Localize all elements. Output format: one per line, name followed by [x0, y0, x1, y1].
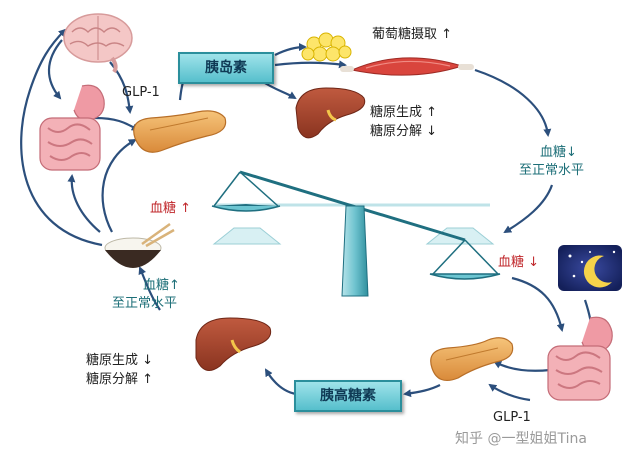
- balance-scale-icon: [211, 170, 501, 297]
- blood-sugar-high-label: 血糖 ↑: [150, 201, 192, 216]
- blood-sugar-down-label: 血糖↓: [540, 145, 577, 160]
- glucose-uptake-label: 葡萄糖摄取 ↑: [372, 27, 453, 42]
- arrow-pancreas-to-glucagon: [403, 384, 441, 398]
- arrow-brain-to-intestine: [47, 39, 63, 100]
- glp1-label-bottom: GLP-1: [493, 410, 531, 425]
- glucagon-box: 胰高糖素: [294, 380, 402, 412]
- arrow-muscle-to-blood-sugar-normal: [474, 68, 552, 137]
- intestine-icon: [547, 316, 613, 401]
- muscle-icon: [340, 57, 474, 76]
- arrow-intestine-to-pancreas: [94, 116, 140, 132]
- arrow-bowl-to-brain: [20, 28, 103, 247]
- rice-bowl-icon: [104, 222, 175, 268]
- liver-icon: [195, 317, 272, 371]
- fat-cells-icon: [301, 32, 352, 62]
- insulin-box: 胰岛素: [178, 52, 274, 84]
- blood-sugar-low-label: 血糖 ↓: [498, 255, 540, 270]
- arrow-glp1-to-pancreas: [488, 383, 531, 402]
- to-normal-label-right: 至正常水平: [519, 163, 585, 178]
- arrow-brain-to-pancreas: [109, 61, 134, 114]
- glycogenolysis-down-label: 糖原分解 ↓: [370, 124, 438, 139]
- arrow-bowl-to-intestine: [67, 174, 101, 233]
- pancreas-icon: [133, 110, 227, 153]
- to-normal-label-left: 至正常水平: [112, 296, 178, 311]
- arrow-low-sugar-to-intestine: [511, 276, 565, 332]
- glp1-label-top: GLP-1: [122, 85, 160, 100]
- intestine-icon: [39, 84, 105, 171]
- arrow-insulin-to-fat: [274, 43, 307, 56]
- brain-icon: [63, 13, 133, 74]
- watermark: 知乎 @一型姐姐Tina: [455, 431, 587, 447]
- glycogenesis-up-label: 糖原生成 ↑: [370, 105, 438, 120]
- glycogenesis-down-label: 糖原生成 ↓: [86, 353, 154, 368]
- arrow-intestine-to-pancreas-right: [493, 361, 551, 372]
- glycogenolysis-up-label: 糖原分解 ↑: [86, 372, 154, 387]
- arrow-normal-to-bowl: [138, 266, 161, 311]
- arrow-glucagon-to-liver: [264, 368, 297, 396]
- blood-sugar-up-label: 血糖↑: [143, 278, 180, 293]
- arrow-normal-to-scale: [503, 184, 554, 234]
- arrow-bowl-to-pancreas: [101, 139, 137, 233]
- night-moon-icon: [558, 245, 622, 291]
- arrow-insulin-to-muscle: [274, 60, 347, 69]
- liver-icon: [295, 87, 366, 139]
- pancreas-icon: [430, 337, 514, 381]
